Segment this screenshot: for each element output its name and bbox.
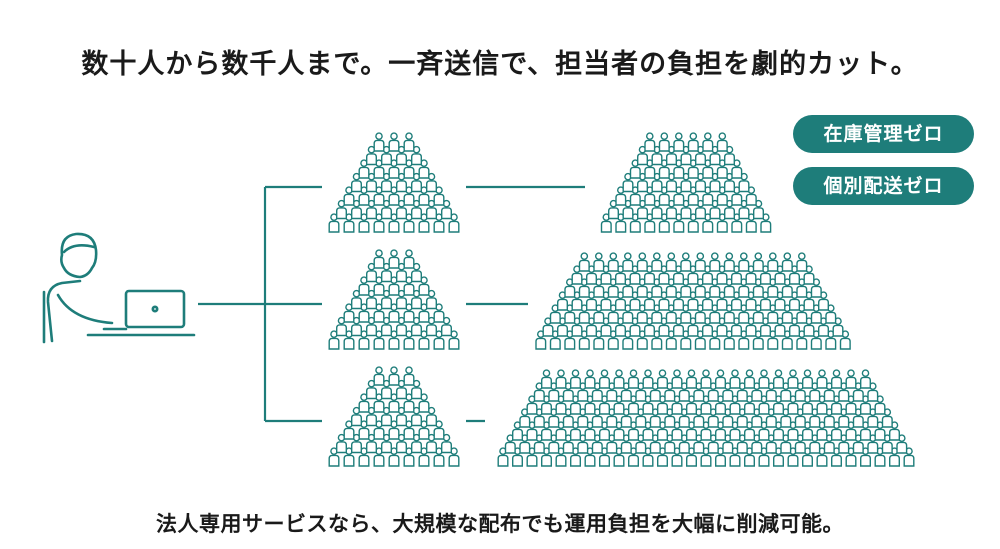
person-icon (723, 252, 735, 272)
person-icon (773, 369, 784, 389)
person-icon (388, 249, 400, 269)
crowd-large-2 (535, 252, 851, 350)
badge-zero-inventory: 在庫管理ゼロ (793, 115, 974, 153)
person-icon (673, 132, 685, 152)
person-icon (709, 252, 721, 272)
person-icon (729, 369, 741, 389)
person-icon (657, 369, 668, 389)
person-icon (686, 369, 697, 389)
crowd-large-3 (497, 369, 915, 467)
person-icon (570, 369, 581, 389)
person-icon (613, 369, 625, 389)
crowd-small-2 (328, 249, 460, 350)
person-icon (700, 369, 712, 389)
person-icon (787, 369, 799, 389)
person-icon (738, 252, 750, 272)
person-icon (599, 369, 610, 389)
crowd-small-3 (328, 366, 460, 467)
connector-lines (198, 185, 585, 423)
person-icon (752, 252, 764, 272)
person-icon (658, 132, 670, 152)
badge-zero-individual-shipping: 個別配送ゼロ (793, 167, 974, 205)
person-icon (702, 132, 714, 152)
person-icon (680, 252, 692, 272)
person-icon (744, 369, 755, 389)
person-icon (665, 252, 677, 272)
person-icon (758, 369, 770, 389)
person-with-laptop-icon (42, 232, 196, 344)
person-icon (694, 252, 706, 272)
person-icon (796, 252, 808, 272)
crowd-large-1 (600, 132, 772, 233)
person-icon (403, 132, 415, 152)
person-icon (636, 252, 648, 272)
person-icon (816, 369, 828, 389)
person-icon (860, 369, 871, 389)
person-icon (628, 369, 639, 389)
person-icon (687, 132, 699, 152)
person-icon (716, 132, 728, 152)
person-icon (541, 369, 552, 389)
person-icon (845, 369, 857, 389)
person-icon (388, 132, 400, 152)
person-icon (373, 132, 385, 152)
person-icon (767, 252, 779, 272)
person-icon (607, 252, 619, 272)
footer-caption: 法人専用サービスなら、大規模な配布でも運用負担を大幅に削減可能。 (156, 512, 844, 536)
person-icon (642, 369, 654, 389)
person-icon (593, 252, 605, 272)
person-icon (831, 369, 842, 389)
person-icon (651, 252, 663, 272)
headline: 数十人から数千人まで。一斉送信で、担当者の負担を劇的カット。 (81, 49, 919, 80)
person-icon (373, 366, 385, 386)
person-icon (555, 369, 567, 389)
person-icon (715, 369, 726, 389)
person-icon (388, 366, 400, 386)
person-icon (781, 252, 793, 272)
person-icon (802, 369, 813, 389)
person-icon (373, 249, 385, 269)
person-icon (671, 369, 683, 389)
person-icon (403, 366, 415, 386)
person-icon (578, 252, 590, 272)
person-icon (584, 369, 596, 389)
person-icon (622, 252, 634, 272)
person-icon (403, 249, 415, 269)
crowd-small-1 (328, 132, 460, 233)
person-icon (644, 132, 656, 152)
